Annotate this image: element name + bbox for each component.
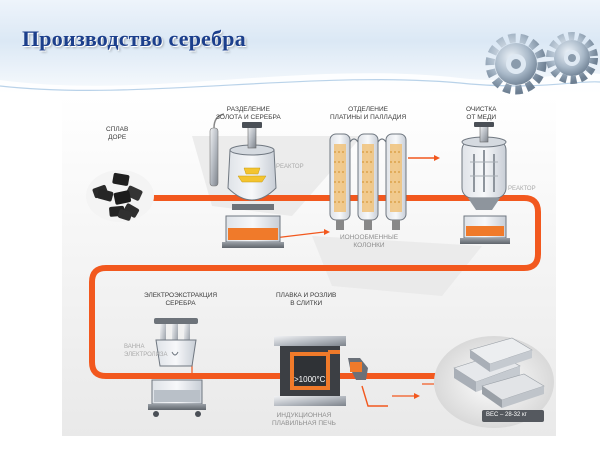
label-line: РАЗДЕЛЕНИЕ <box>226 106 270 113</box>
label-line: ЭЛЕКТРОЛИЗА <box>124 351 168 358</box>
label-platinum-palladium-separation: ОТДЕЛЕНИЕ ПЛАТИНЫ И ПАЛЛАДИЯ <box>330 106 406 121</box>
reactor-gold-silver <box>209 113 284 248</box>
label-line: ИОНООБМЕННЫЕ <box>340 234 399 241</box>
label-induction-furnace: ИНДУКЦИОННАЯ ПЛАВИЛЬНАЯ ПЕЧЬ <box>272 412 336 427</box>
label-line: ПЛАВКА И РОЗЛИВ <box>276 292 337 299</box>
label-line: ПЛАТИНЫ И ПАЛЛАДИЯ <box>330 113 407 121</box>
label-silver-electroextraction: ЭЛЕКТРОЭКСТРАКЦИЯ СЕРЕБРА <box>144 292 217 307</box>
reactor-copper-purification <box>460 122 510 244</box>
label-line: В СЛИТКИ <box>290 299 323 307</box>
silver-production-diagram: СПЛАВ ДОРЕ РАЗДЕЛЕНИЕ ЗОЛОТА И СЕРЕБРА О… <box>62 96 556 436</box>
process-pipeline <box>89 195 541 379</box>
label-line: ОТ МЕДИ <box>466 113 497 121</box>
silver-ingots <box>434 336 554 428</box>
slide-header: Производство серебра <box>0 0 600 100</box>
label-ingot-weight: ВЕС – 28-32 кг <box>486 412 527 418</box>
label-dore-alloy: СПЛАВ ДОРЕ <box>106 126 128 141</box>
arrow-icon <box>324 229 330 235</box>
electrolysis-bath <box>148 318 206 417</box>
label-gold-silver-separation: РАЗДЕЛЕНИЕ ЗОЛОТА И СЕРЕБРА <box>216 106 281 121</box>
furnace-temperature-readout: >1000°C <box>294 375 326 384</box>
label-reactor-1: РЕАКТОР <box>276 164 304 170</box>
label-line: ОТДЕЛЕНИЕ <box>348 106 388 113</box>
label-melting-casting: ПЛАВКА И РОЗЛИВ В СЛИТКИ <box>276 292 336 307</box>
induction-furnace <box>274 336 388 407</box>
label-line: КОЛОНКИ <box>353 241 385 249</box>
label-line: ДОРЕ <box>108 133 127 141</box>
gears-icon <box>485 32 598 95</box>
label-line: ПЛАВИЛЬНАЯ ПЕЧЬ <box>272 419 336 427</box>
label-copper-purification: ОЧИСТКА ОТ МЕДИ <box>466 106 497 121</box>
process-flow-graphic <box>62 96 556 436</box>
label-electrolysis-bath: ВАННА ЭЛЕКТРОЛИЗА <box>124 344 168 359</box>
label-line: ОЧИСТКА <box>466 106 497 113</box>
header-wave-decoration <box>0 73 600 100</box>
label-ion-exchange-columns: ИОНООБМЕННЫЕ КОЛОНКИ <box>340 234 398 249</box>
label-line: СПЛАВ <box>106 126 129 133</box>
ion-exchange-columns <box>329 133 407 230</box>
arrow-icon <box>434 155 440 161</box>
label-line: ЗОЛОТА И СЕРЕБРА <box>216 113 281 121</box>
label-line: ВАННА <box>124 344 145 350</box>
label-line: СЕРЕБРА <box>165 299 196 307</box>
label-line: ИНДУКЦИОННАЯ <box>276 412 332 419</box>
arrow-icon <box>414 393 420 399</box>
thin-connector <box>273 231 325 239</box>
slide-title: Производство серебра <box>22 26 246 51</box>
label-line: ЭЛЕКТРОЭКСТРАКЦИЯ <box>144 292 218 299</box>
dore-alloy-pile <box>86 170 154 222</box>
label-reactor-2: РЕАКТОР <box>508 186 536 192</box>
